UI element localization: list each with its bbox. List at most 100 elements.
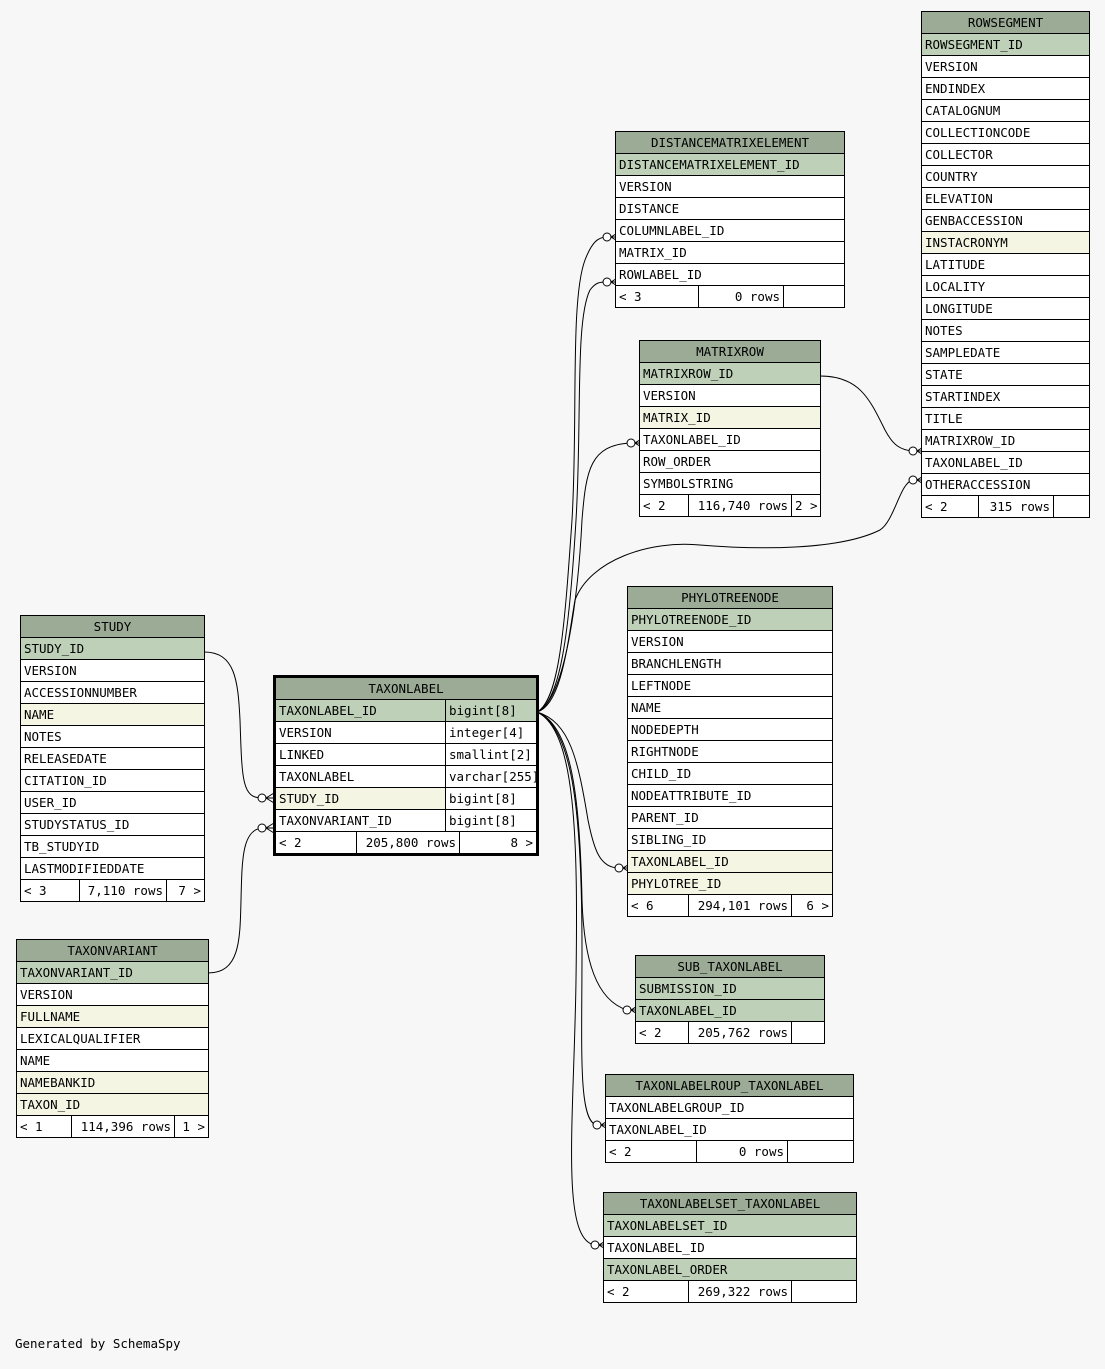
column-row[interactable]: BRANCHLENGTH	[627, 652, 833, 675]
column-row[interactable]: COLLECTIONCODE	[921, 121, 1090, 144]
table-title[interactable]: MATRIXROW	[639, 340, 821, 363]
column-row[interactable]: DISTANCEMATRIXELEMENT_ID	[615, 153, 845, 176]
table-title[interactable]: TAXONLABELROUP_TAXONLABEL	[605, 1074, 854, 1097]
column-row[interactable]: USER_ID	[20, 791, 205, 814]
parents-count-link[interactable]: < 2	[641, 495, 689, 516]
children-count-link[interactable]: 6 >	[806, 898, 829, 913]
children-count-link[interactable]	[1054, 497, 1089, 517]
column-row[interactable]: TAXONLABELSET_ID	[603, 1214, 857, 1237]
parents-count-link[interactable]: < 2	[607, 1141, 697, 1162]
parents-count-link[interactable]: < 2	[605, 1281, 689, 1302]
column-row[interactable]: NOTES	[921, 319, 1090, 342]
column-row[interactable]: LEFTNODE	[627, 674, 833, 697]
column-row[interactable]: SIBLING_ID	[627, 828, 833, 851]
column-row[interactable]: TAXONLABEL_ID	[921, 451, 1090, 474]
children-count-link[interactable]: 2 >	[795, 498, 818, 513]
column-row[interactable]: VERSION	[615, 175, 845, 198]
column-row[interactable]: ENDINDEX	[921, 77, 1090, 100]
column-row[interactable]: OTHERACCESSION	[921, 473, 1090, 496]
column-row[interactable]: INSTACRONYM	[921, 231, 1090, 254]
table-title[interactable]: STUDY	[20, 615, 205, 638]
parents-count-link[interactable]: < 2	[637, 1022, 689, 1043]
column-row[interactable]: MATRIX_ID	[615, 241, 845, 264]
children-count-link[interactable]	[784, 287, 844, 307]
column-row[interactable]: PARENT_ID	[627, 806, 833, 829]
column-row[interactable]: ROWSEGMENT_ID	[921, 33, 1090, 56]
column-row[interactable]: FULLNAME	[16, 1005, 209, 1028]
column-row[interactable]: LOCALITY	[921, 275, 1090, 298]
children-count-link[interactable]: 7 >	[178, 883, 201, 898]
table-title[interactable]: TAXONVARIANT	[16, 939, 209, 962]
column-row[interactable]: DISTANCE	[615, 197, 845, 220]
column-row[interactable]: TAXON_ID	[16, 1093, 209, 1116]
column-row[interactable]: NAME	[20, 703, 205, 726]
column-row[interactable]: PHYLOTREE_ID	[627, 872, 833, 895]
column-row[interactable]: TAXONLABEL_ID	[639, 428, 821, 451]
column-row[interactable]: TITLE	[921, 407, 1090, 430]
column-row[interactable]: VERSION	[16, 983, 209, 1006]
column-row[interactable]: CHILD_ID	[627, 762, 833, 785]
column-row[interactable]: LASTMODIFIEDDATE	[20, 857, 205, 880]
column-row[interactable]: MATRIXROW_ID	[639, 362, 821, 385]
column-row[interactable]: VERSION	[639, 384, 821, 407]
column-row[interactable]: COLUMNLABEL_ID	[615, 219, 845, 242]
table-title[interactable]: SUB_TAXONLABEL	[635, 955, 825, 978]
column-row[interactable]: VERSION	[921, 55, 1090, 78]
column-row[interactable]: NOTES	[20, 725, 205, 748]
column-row[interactable]: MATRIXROW_ID	[921, 429, 1090, 452]
column-row[interactable]: NODEDEPTH	[627, 718, 833, 741]
column-row[interactable]: TAXONLABELGROUP_ID	[605, 1096, 854, 1119]
column-row[interactable]: VERSION	[20, 659, 205, 682]
column-row[interactable]: MATRIX_ID	[639, 406, 821, 429]
column-row[interactable]: STUDY_ID	[20, 637, 205, 660]
parents-count-link[interactable]: < 2	[923, 496, 979, 517]
column-row[interactable]: TB_STUDYID	[20, 835, 205, 858]
column-row[interactable]: STARTINDEX	[921, 385, 1090, 408]
table-title[interactable]: ROWSEGMENT	[921, 11, 1090, 34]
column-row[interactable]: NAMEBANKID	[16, 1071, 209, 1094]
children-count-link[interactable]: 8 >	[510, 835, 534, 850]
parents-count-link[interactable]: < 3	[22, 880, 80, 901]
table-title[interactable]: DISTANCEMATRIXELEMENT	[615, 131, 845, 154]
column-row[interactable]: LATITUDE	[921, 253, 1090, 276]
column-row[interactable]: VERSION	[627, 630, 833, 653]
parents-count-link[interactable]: < 2	[277, 832, 357, 853]
column-row[interactable]: ACCESSIONNUMBER	[20, 681, 205, 704]
table-title[interactable]: TAXONLABELSET_TAXONLABEL	[603, 1192, 857, 1215]
column-row[interactable]: STATE	[921, 363, 1090, 386]
parents-count-link[interactable]: < 6	[629, 895, 689, 916]
column-row[interactable]: COLLECTOR	[921, 143, 1090, 166]
column-row[interactable]: LONGITUDE	[921, 297, 1090, 320]
children-count-link[interactable]: 1 >	[182, 1119, 205, 1134]
children-count-link[interactable]	[792, 1023, 824, 1043]
table-title[interactable]: PHYLOTREENODE	[627, 586, 833, 609]
parents-count-link[interactable]: < 3	[617, 286, 699, 307]
parents-count-link[interactable]: < 1	[18, 1116, 72, 1137]
column-row[interactable]: ELEVATION	[921, 187, 1090, 210]
column-row[interactable]: STUDYSTATUS_ID	[20, 813, 205, 836]
column-row[interactable]: GENBACCESSION	[921, 209, 1090, 232]
column-row[interactable]: ROW_ORDER	[639, 450, 821, 473]
table-title[interactable]: TAXONLABEL	[274, 677, 538, 700]
column-row[interactable]: TAXONLABEL_ID	[635, 999, 825, 1022]
children-count-link[interactable]	[788, 1142, 853, 1162]
column-row[interactable]: LEXICALQUALIFIER	[16, 1027, 209, 1050]
column-row[interactable]: ROWLABEL_ID	[615, 263, 845, 286]
children-count-link[interactable]	[792, 1282, 856, 1302]
column-row[interactable]: SYMBOLSTRING	[639, 472, 821, 495]
column-row[interactable]: SAMPLEDATE	[921, 341, 1090, 364]
column-row[interactable]: TAXONLABEL_ID	[627, 850, 833, 873]
